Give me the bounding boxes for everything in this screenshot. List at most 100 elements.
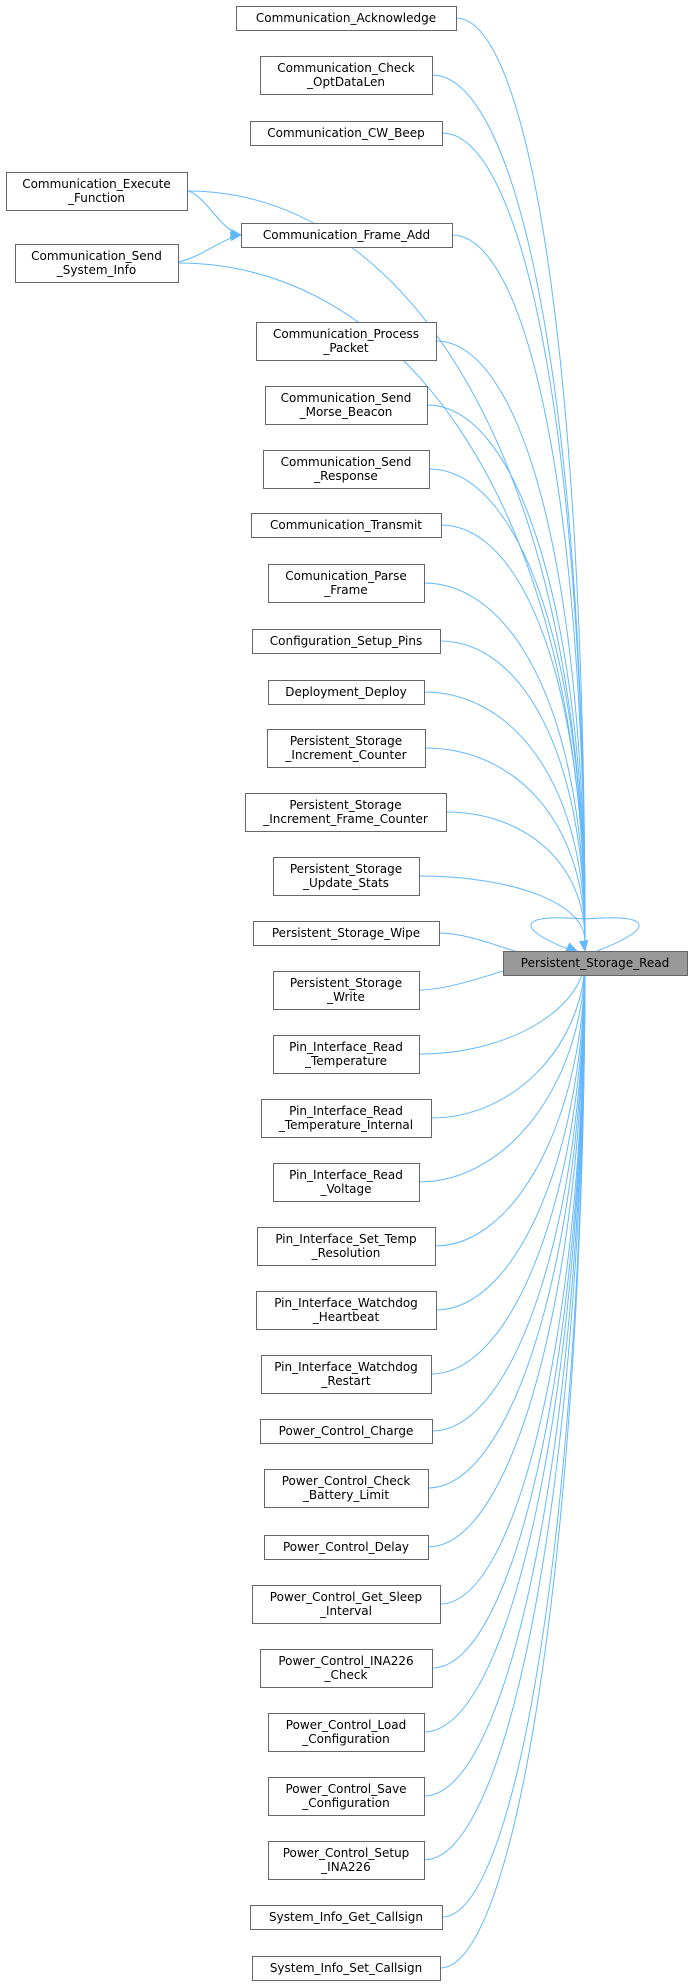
edge-line bbox=[423, 956, 586, 1861]
caller-node-persistent-storage-wipe[interactable]: Persistent_Storage_Wipe bbox=[253, 921, 440, 946]
call-edge bbox=[430, 956, 586, 1119]
caller-node-persistent-storage-increment-frame-counter[interactable]: Persistent_Storage_Increment_Frame_Count… bbox=[245, 793, 447, 832]
node-label-line: System_Info_Set_Callsign bbox=[270, 1961, 422, 1975]
caller-node-system-info-set-callsign[interactable]: System_Info_Set_Callsign bbox=[252, 1956, 441, 1981]
caller-node-power-control-save-configuration[interactable]: Power_Control_Save_Configuration bbox=[268, 1777, 425, 1816]
caller-node-power-control-load-configuration[interactable]: Power_Control_Load_Configuration bbox=[268, 1713, 425, 1752]
edge-line bbox=[423, 691, 586, 942]
caller-node-comunication-parse-frame[interactable]: Comunication_Parse_Frame bbox=[268, 564, 425, 603]
caller-node-persistent-storage-write[interactable]: Persistent_Storage_Write bbox=[273, 971, 420, 1010]
node-box bbox=[265, 386, 428, 425]
node-box bbox=[252, 1956, 441, 1981]
edge-line bbox=[435, 956, 586, 1311]
edge-line bbox=[439, 956, 586, 1969]
node-box bbox=[261, 1099, 432, 1138]
caller-node-communication-send-system-info[interactable]: Communication_Send_System_Info bbox=[15, 244, 179, 283]
node-label-line: _Morse_Beacon bbox=[299, 405, 393, 419]
caller-node-communication-frame-add[interactable]: Communication_Frame_Add bbox=[241, 223, 453, 248]
caller-node-communication-send-morse-beacon[interactable]: Communication_Send_Morse_Beacon bbox=[265, 386, 428, 425]
edge-line bbox=[418, 956, 586, 1183]
node-label-line: _Update_Stats bbox=[302, 876, 389, 890]
node-label-line: Persistent_Storage_Read bbox=[521, 956, 669, 970]
call-edge bbox=[424, 747, 586, 942]
node-label-line: _System_Info bbox=[56, 263, 136, 277]
node-box bbox=[260, 1419, 433, 1444]
caller-node-communication-process-packet[interactable]: Communication_Process_Packet bbox=[256, 322, 437, 361]
node-box bbox=[273, 1163, 420, 1202]
caller-node-persistent-storage-increment-counter[interactable]: Persistent_Storage_Increment_Counter bbox=[267, 729, 426, 768]
caller-node-power-control-delay[interactable]: Power_Control_Delay bbox=[264, 1535, 429, 1560]
node-box bbox=[268, 564, 425, 603]
node-box bbox=[261, 1355, 432, 1394]
call-edge bbox=[186, 190, 586, 942]
caller-node-communication-transmit[interactable]: Communication_Transmit bbox=[251, 513, 442, 538]
caller-node-communication-cw-beep[interactable]: Communication_CW_Beep bbox=[250, 121, 443, 146]
call-edge bbox=[423, 956, 586, 1797]
node-label-line: Communication_CW_Beep bbox=[267, 126, 424, 140]
node-box bbox=[252, 629, 441, 654]
call-edge bbox=[427, 956, 586, 1489]
node-box bbox=[264, 1535, 429, 1560]
caller-node-communication-acknowledge[interactable]: Communication_Acknowledge bbox=[236, 6, 457, 31]
call-edge bbox=[435, 956, 586, 1311]
caller-node-communication-send-response[interactable]: Communication_Send_Response bbox=[263, 450, 430, 489]
node-label-line: _Temperature_Internal bbox=[278, 1118, 413, 1132]
call-edge bbox=[439, 956, 586, 1605]
edge-heads bbox=[229, 228, 243, 242]
caller-node-power-control-get-sleep-interval[interactable]: Power_Control_Get_Sleep_Interval bbox=[252, 1585, 441, 1624]
node-box bbox=[256, 1291, 437, 1330]
node-box bbox=[273, 857, 420, 896]
target-node-persistent-storage-read[interactable]: Persistent_Storage_Read bbox=[503, 951, 688, 976]
node-label-line: _Resolution bbox=[311, 1246, 381, 1260]
caller-node-persistent-storage-update-stats[interactable]: Persistent_Storage_Update_Stats bbox=[273, 857, 420, 896]
node-box bbox=[253, 921, 440, 946]
caller-node-communication-check-optdatalen[interactable]: Communication_Check_OptDataLen bbox=[260, 56, 433, 95]
caller-node-power-control-check-battery-limit[interactable]: Power_Control_Check_Battery_Limit bbox=[264, 1469, 429, 1508]
caller-node-power-control-ina226-check[interactable]: Power_Control_INA226_Check bbox=[260, 1649, 433, 1688]
call-edge bbox=[439, 640, 586, 942]
caller-node-deployment-deploy[interactable]: Deployment_Deploy bbox=[268, 680, 425, 705]
node-box bbox=[250, 121, 443, 146]
caller-node-pin-interface-read-voltage[interactable]: Pin_Interface_Read_Voltage bbox=[273, 1163, 420, 1202]
arrow-head bbox=[229, 231, 243, 242]
caller-node-configuration-setup-pins[interactable]: Configuration_Setup_Pins bbox=[252, 629, 441, 654]
node-box bbox=[245, 793, 447, 832]
node-label-line: Pin_Interface_Read bbox=[289, 1104, 403, 1118]
node-box bbox=[241, 223, 453, 248]
caller-node-pin-interface-read-temperature[interactable]: Pin_Interface_Read_Temperature bbox=[273, 1035, 420, 1074]
edge-line bbox=[427, 956, 586, 1489]
node-label-line: Power_Control_Delay bbox=[283, 1540, 409, 1554]
caller-node-pin-interface-read-temperature-internal[interactable]: Pin_Interface_Read_Temperature_Internal bbox=[261, 1099, 432, 1138]
caller-node-pin-interface-watchdog-heartbeat[interactable]: Pin_Interface_Watchdog_Heartbeat bbox=[256, 1291, 437, 1330]
caller-node-power-control-charge[interactable]: Power_Control_Charge bbox=[260, 1419, 433, 1444]
caller-node-communication-execute-function[interactable]: Communication_Execute_Function bbox=[6, 172, 188, 211]
node-label-line: _Increment_Frame_Counter bbox=[262, 812, 428, 826]
caller-node-pin-interface-watchdog-restart[interactable]: Pin_Interface_Watchdog_Restart bbox=[261, 1355, 432, 1394]
edge-line bbox=[423, 956, 586, 1797]
node-box bbox=[503, 951, 688, 976]
node-box bbox=[257, 1227, 436, 1266]
caller-node-system-info-get-callsign[interactable]: System_Info_Get_Callsign bbox=[250, 1905, 443, 1930]
node-label-line: _Temperature bbox=[304, 1054, 387, 1068]
call-edge bbox=[451, 234, 586, 942]
edge-line bbox=[427, 956, 586, 1548]
call-edge bbox=[418, 956, 586, 1183]
call-edge bbox=[418, 875, 586, 942]
node-label-line: Power_Control_Charge bbox=[279, 1424, 414, 1438]
node-box bbox=[260, 1649, 433, 1688]
edge-line bbox=[431, 956, 586, 1432]
node-label-line: Power_Control_Save bbox=[285, 1782, 406, 1796]
caller-node-pin-interface-set-temp-resolution[interactable]: Pin_Interface_Set_Temp_Resolution bbox=[257, 1227, 436, 1266]
edge-line bbox=[428, 468, 586, 942]
node-label-line: _Interval bbox=[319, 1604, 372, 1618]
node-box bbox=[251, 513, 442, 538]
call-edge bbox=[434, 956, 586, 1247]
call-edge bbox=[455, 17, 586, 942]
call-edge bbox=[445, 811, 586, 942]
caller-node-power-control-setup-ina226[interactable]: Power_Control_Setup_INA226 bbox=[268, 1841, 425, 1880]
node-box bbox=[236, 6, 457, 31]
call-edge bbox=[431, 956, 586, 1669]
edge-line bbox=[424, 747, 586, 942]
node-label-line: Pin_Interface_Watchdog bbox=[274, 1296, 418, 1310]
call-edge bbox=[441, 132, 586, 942]
